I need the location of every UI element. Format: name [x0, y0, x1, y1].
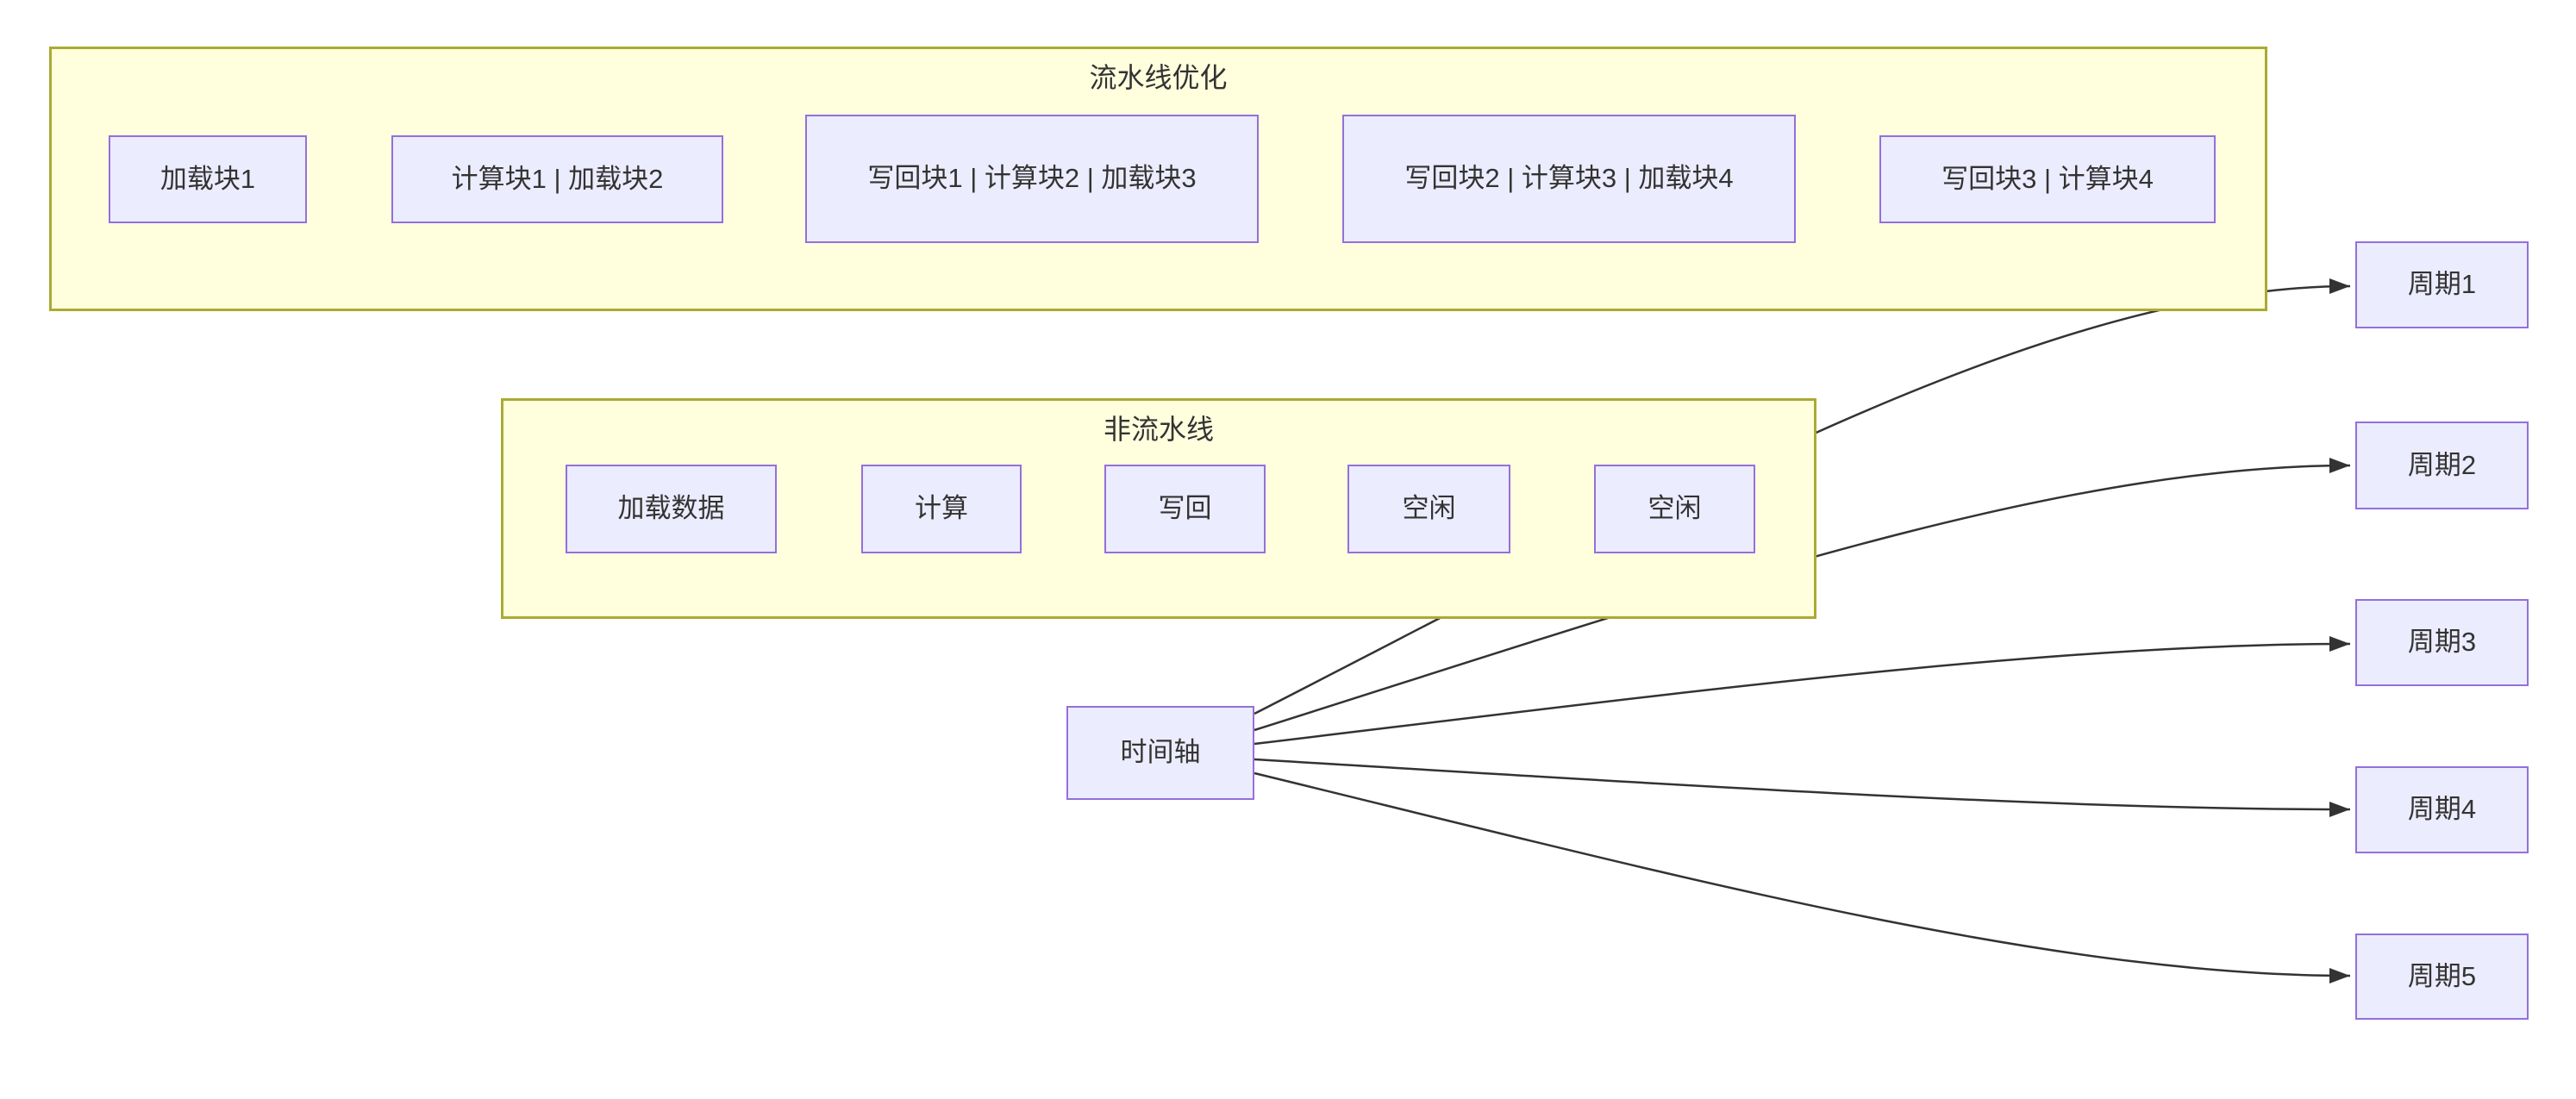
- node-cycle4: 周期4: [2355, 766, 2529, 853]
- node-compute: 计算: [861, 465, 1022, 553]
- cluster-pipeline-title: 流水线优化: [1089, 62, 1228, 93]
- node-stage-wb1-compute2-load3: 写回块1 | 计算块2 | 加载块3: [805, 115, 1259, 243]
- node-cycle2: 周期2: [2355, 421, 2529, 509]
- cluster-non-pipeline-title: 非流水线: [1103, 414, 1214, 445]
- edge-timeline-cycle5: [1254, 771, 2351, 983]
- node-cycle1: 周期1: [2355, 241, 2529, 328]
- node-stage-wb2-compute3-load4: 写回块2 | 计算块3 | 加载块4: [1342, 115, 1796, 243]
- edge-timeline-cycle4: [1254, 758, 2351, 817]
- node-idle-1: 空闲: [1347, 465, 1510, 553]
- node-idle-2: 空闲: [1594, 465, 1755, 553]
- node-stage-wb3-compute4: 写回块3 | 计算块4: [1879, 135, 2216, 223]
- node-timeline: 时间轴: [1066, 706, 1254, 800]
- node-stage-load1: 加载块1: [109, 135, 307, 223]
- node-stage-compute1-load2: 计算块1 | 加载块2: [391, 135, 723, 223]
- node-cycle5: 周期5: [2355, 934, 2529, 1020]
- edge-timeline-cycle2: [1254, 458, 2351, 732]
- node-load-data: 加载数据: [566, 465, 777, 553]
- edge-timeline-cycle3: [1254, 636, 2351, 746]
- node-write-back: 写回: [1104, 465, 1266, 553]
- node-cycle3: 周期3: [2355, 599, 2529, 686]
